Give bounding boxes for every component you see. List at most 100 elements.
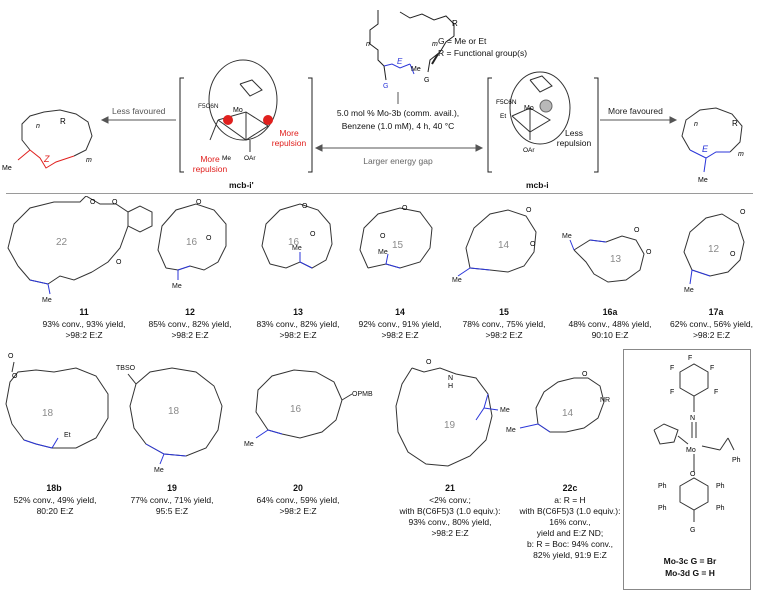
me-15: Me xyxy=(452,277,462,284)
opmb-20: OPMB xyxy=(352,391,373,398)
svg-text:O: O xyxy=(196,199,202,206)
svg-text:Mo: Mo xyxy=(524,105,534,112)
result-line: 52% conv., 49% yield, xyxy=(13,495,97,505)
result-line: a: R = H xyxy=(554,495,586,505)
mcb-e-label: mcb-i xyxy=(526,180,549,190)
more-favoured-label: More favoured xyxy=(608,106,663,116)
compound-number: 16a xyxy=(602,307,618,317)
result-line: yield and E:Z ND; xyxy=(536,528,604,538)
svg-text:O: O xyxy=(402,205,408,212)
ez-ratio: >98:2 E:Z xyxy=(431,528,469,538)
result-line: 83% conv., 82% yield, xyxy=(256,319,340,329)
row2-structures: O O O N H O xyxy=(5,353,605,467)
result-line: 78% conv., 75% yield, xyxy=(462,319,546,329)
me-12: Me xyxy=(172,283,182,290)
compound-number: 11 xyxy=(79,307,89,317)
ez-ratio: >98:2 E:Z xyxy=(279,330,317,340)
svg-text:R: R xyxy=(60,117,66,126)
svg-text:Me: Me xyxy=(2,165,12,172)
svg-text:Ph: Ph xyxy=(716,505,725,512)
more-repulsion-left: More repulsion xyxy=(192,154,228,174)
svg-text:O: O xyxy=(12,373,18,380)
ring-size-22: 14 xyxy=(562,408,574,419)
ring-size-19: 18 xyxy=(168,406,180,417)
svg-text:OAr: OAr xyxy=(244,155,256,162)
svg-text:m: m xyxy=(432,41,438,48)
svg-text:O: O xyxy=(526,207,532,214)
svg-text:O: O xyxy=(740,209,746,216)
section-divider xyxy=(6,193,753,194)
compound-number: 15 xyxy=(499,307,509,317)
svg-text:O: O xyxy=(116,259,122,266)
ez-ratio: >98:2 E:Z xyxy=(485,330,523,340)
svg-text:F5C6N: F5C6N xyxy=(198,103,219,110)
ring-size-12: 16 xyxy=(186,237,198,248)
svg-text:G: G xyxy=(424,77,429,84)
ez-ratio: 95:5 E:Z xyxy=(155,506,189,516)
less-favoured-label: Less favoured xyxy=(112,106,166,116)
compound-number: 22c xyxy=(562,483,578,493)
ez-ratio: >98:2 E:Z xyxy=(65,330,103,340)
ring-size-11: 22 xyxy=(56,237,68,248)
ring-size-15: 14 xyxy=(498,240,510,251)
ring-size-17: 12 xyxy=(708,244,720,255)
svg-text:F: F xyxy=(688,355,692,362)
n-subscript: n xyxy=(366,41,370,48)
svg-text:O: O xyxy=(310,231,316,238)
svg-text:Mo: Mo xyxy=(686,447,696,454)
compound-number: 21 xyxy=(445,483,455,493)
result-line: 93% conv., 93% yield, xyxy=(42,319,126,329)
svg-text:O: O xyxy=(646,249,652,256)
svg-text:F5C6N: F5C6N xyxy=(496,99,517,106)
svg-text:O: O xyxy=(8,353,14,360)
ring-size-16: 13 xyxy=(610,254,622,265)
svg-text:Et: Et xyxy=(500,113,506,120)
ez-ratio: 90:10 E:Z xyxy=(591,330,629,340)
svg-text:O: O xyxy=(530,241,536,248)
svg-text:O: O xyxy=(206,235,212,242)
ring-size-13: 16 xyxy=(288,237,300,248)
result-line: 16% conv., xyxy=(549,517,591,527)
svg-text:O: O xyxy=(426,359,432,366)
svg-text:Me: Me xyxy=(222,155,231,162)
svg-text:F: F xyxy=(714,389,718,396)
ez-ratio: >98:2 E:Z xyxy=(692,330,731,340)
result-line: with B(C6F5)3 (1.0 equiv.): xyxy=(519,506,621,516)
svg-text:O: O xyxy=(90,199,96,206)
svg-text:m: m xyxy=(86,157,92,164)
result-line: 62% conv., 56% yield, xyxy=(670,319,753,329)
mo3d-label: Mo-3d G = H xyxy=(665,568,715,578)
svg-text:Ph: Ph xyxy=(658,505,667,512)
tbso-19: TBSO xyxy=(116,365,136,372)
result-line: 92% conv., 91% yield, xyxy=(358,319,442,329)
compound-number: 19 xyxy=(167,483,177,493)
compound-number: 13 xyxy=(293,307,303,317)
compound-number: 14 xyxy=(395,307,405,317)
me-17: Me xyxy=(684,287,694,294)
ring-size-20: 16 xyxy=(290,404,302,415)
me-21: Me xyxy=(500,407,510,414)
g-definition: G = Me or Et xyxy=(438,36,487,46)
me-19: Me xyxy=(154,467,164,474)
ring-size-14: 15 xyxy=(392,240,404,251)
svg-text:Mo: Mo xyxy=(233,107,243,114)
result-line: 64% conv., 59% yield, xyxy=(256,495,340,505)
svg-text:O: O xyxy=(380,233,386,240)
svg-text:n: n xyxy=(36,123,40,130)
svg-text:E: E xyxy=(702,144,709,154)
svg-text:G: G xyxy=(383,83,388,90)
compound-number: 17a xyxy=(708,307,724,317)
ring-size-21: 19 xyxy=(444,420,456,431)
me-14: Me xyxy=(378,249,388,256)
row1-structures: O O O O O O O O O O O O O O O xyxy=(7,196,746,295)
svg-text:n: n xyxy=(694,121,698,128)
svg-text:O: O xyxy=(634,227,640,234)
svg-text:O: O xyxy=(112,199,118,206)
catalyst-structure: F F F F F N Mo Ph O Ph Ph Ph Ph G xyxy=(653,355,741,534)
result-line: 77% conv., 71% yield, xyxy=(130,495,214,505)
conditions-line-1: 5.0 mol % Mo-3b (comm. avail.), xyxy=(336,108,460,118)
mcb-z-label: mcb-i' xyxy=(229,180,254,190)
svg-text:Me: Me xyxy=(411,66,421,73)
conditions-line-2: Benzene (1.0 mM), 4 h, 40 °C xyxy=(341,121,455,131)
compound-number: 12 xyxy=(185,307,195,317)
